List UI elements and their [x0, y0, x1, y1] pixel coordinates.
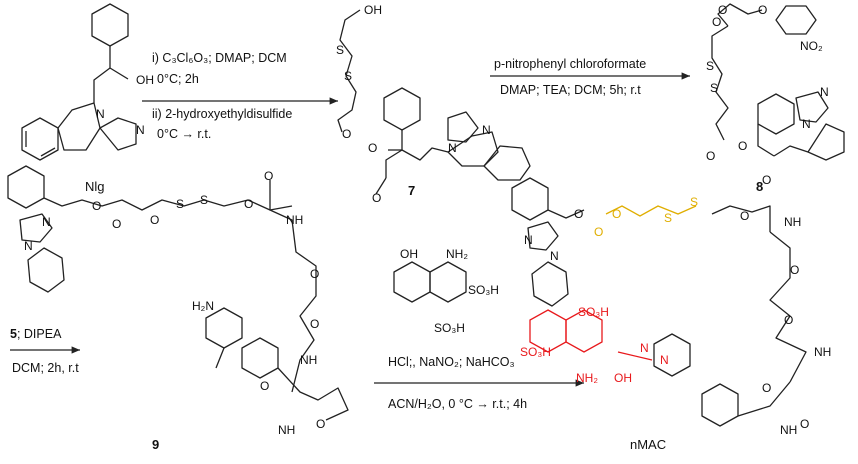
nmac-so3h-1: SO₃H — [578, 305, 609, 319]
c7-n1-label: N — [482, 123, 491, 137]
c8-s2-label: S — [710, 81, 719, 95]
nmac-o7-label: O — [784, 313, 794, 327]
c7-o3-label: O — [342, 127, 352, 141]
nmac-hn-label: NH — [780, 423, 798, 437]
step3-line2: DCM; 2h, r.t — [12, 361, 79, 375]
reagent-oh-label: OH — [400, 247, 418, 261]
step1-line2: 0°C; 2h — [157, 72, 199, 86]
c8-o5-label: O — [706, 149, 716, 163]
nmac-azo-n2: N — [660, 353, 669, 367]
c9-o1-label: O — [92, 199, 102, 213]
reagent-so3h-2: SO₃H — [434, 321, 465, 335]
c9-o9-label: O — [316, 417, 326, 431]
nmac-s1-label: S — [664, 211, 673, 225]
c9-nh2-label: NH — [300, 353, 318, 367]
c9-o8-label: O — [260, 379, 270, 393]
c9-o4-label: O — [244, 197, 254, 211]
step2-line1: p-nitrophenyl chloroformate — [494, 57, 647, 71]
compound-7-number: 7 — [408, 183, 416, 198]
nmac-n1-label: N — [524, 233, 533, 247]
step1-line4: 0°C → r.t. — [157, 127, 212, 141]
compound-8-number: 8 — [756, 179, 764, 194]
c9-nh-label: NH — [286, 213, 304, 227]
nmac-so3h-2: SO₃H — [520, 345, 551, 359]
nlg-n2-label: N — [136, 123, 145, 137]
nmac-s2-label: S — [690, 195, 699, 209]
c7-oh-label: OH — [364, 3, 382, 17]
c8-no2-label: NO₂ — [800, 39, 823, 53]
nlg-structure — [21, 3, 137, 161]
reagent-so3h-1: SO₃H — [468, 283, 499, 297]
c8-s1-label: S — [706, 59, 715, 73]
nlg-n-label: N — [96, 107, 105, 121]
nmac-structure — [511, 177, 807, 427]
c8-n2-label: N — [802, 117, 811, 131]
c9-o3-label: O — [150, 213, 160, 227]
nmac-oh-red: OH — [614, 371, 632, 385]
c8-o1-label: O — [718, 3, 728, 17]
c9-o5-label: O — [264, 169, 274, 183]
c9-s2-label: S — [200, 193, 209, 207]
c7-n2-label: N — [448, 141, 457, 155]
c7-s2-label: S — [344, 69, 353, 83]
step1-line1: i) C₃Cl₆O₃; DMAP; DCM — [152, 51, 287, 65]
compound-8-structure — [711, 3, 845, 161]
c9-s1-label: S — [176, 197, 185, 211]
c8-n1-label: N — [820, 85, 829, 99]
nlg-oh-label: OH — [136, 73, 154, 87]
c9-h2n-label: H₂N — [192, 299, 214, 313]
nmac-o6-label: O — [790, 263, 800, 277]
nmac-compound-name: nMAC — [630, 437, 667, 452]
reagent-nh2-label: NH₂ — [446, 247, 468, 261]
c8-o2-label: O — [758, 3, 768, 17]
nmac-o4-label: O — [740, 209, 750, 223]
step4-line1: HCl;, NaNO₂; NaHCO₃ — [388, 355, 515, 369]
nmac-nh2-label: NH — [814, 345, 832, 359]
c9-o2-label: O — [112, 217, 122, 231]
reagent-h-acid-structure — [393, 261, 467, 303]
nmac-o9-label: O — [800, 417, 810, 431]
step4-line2: ACN/H₂O, 0 °C → r.t.; 4h — [388, 397, 528, 411]
step3-line1-text: ; DIPEA — [16, 327, 62, 341]
step3-compound-5: 5 — [10, 327, 17, 341]
nmac-o8-label: O — [762, 381, 772, 395]
step3-line1: 5; DIPEA — [10, 328, 61, 341]
c7-o1-label: O — [368, 141, 378, 155]
c7-s1-label: S — [336, 43, 345, 57]
nmac-o5-label: O — [762, 173, 772, 187]
nmac-nh2-red: NH₂ — [576, 371, 598, 385]
c9-n1-label: N — [42, 215, 51, 229]
c7-o2-label: O — [372, 191, 382, 205]
c9-hn-label: NH — [278, 423, 296, 437]
nmac-nh-label: NH — [784, 215, 802, 229]
nmac-o2-label: O — [612, 207, 622, 221]
c9-o6-label: O — [310, 267, 320, 281]
c9-o7-label: O — [310, 317, 320, 331]
nmac-n2-label: N — [550, 249, 559, 263]
nlg-compound-name: Nlg — [85, 179, 105, 194]
compound-9-structure — [7, 165, 349, 421]
compound-9-number: 9 — [152, 437, 160, 452]
c9-n2-label: N — [24, 239, 33, 253]
step1-line3: ii) 2-hydroxyethyldisulfide — [152, 107, 293, 121]
nmac-o1-label: O — [574, 207, 584, 221]
c8-o3-label: O — [712, 15, 722, 29]
compound-7-structure — [337, 9, 531, 195]
c8-o4-label: O — [738, 139, 748, 153]
nmac-o3-label: O — [594, 225, 604, 239]
nmac-azo-n1: N — [640, 341, 649, 355]
step2-line2: DMAP; TEA; DCM; 5h; r.t — [500, 83, 641, 97]
